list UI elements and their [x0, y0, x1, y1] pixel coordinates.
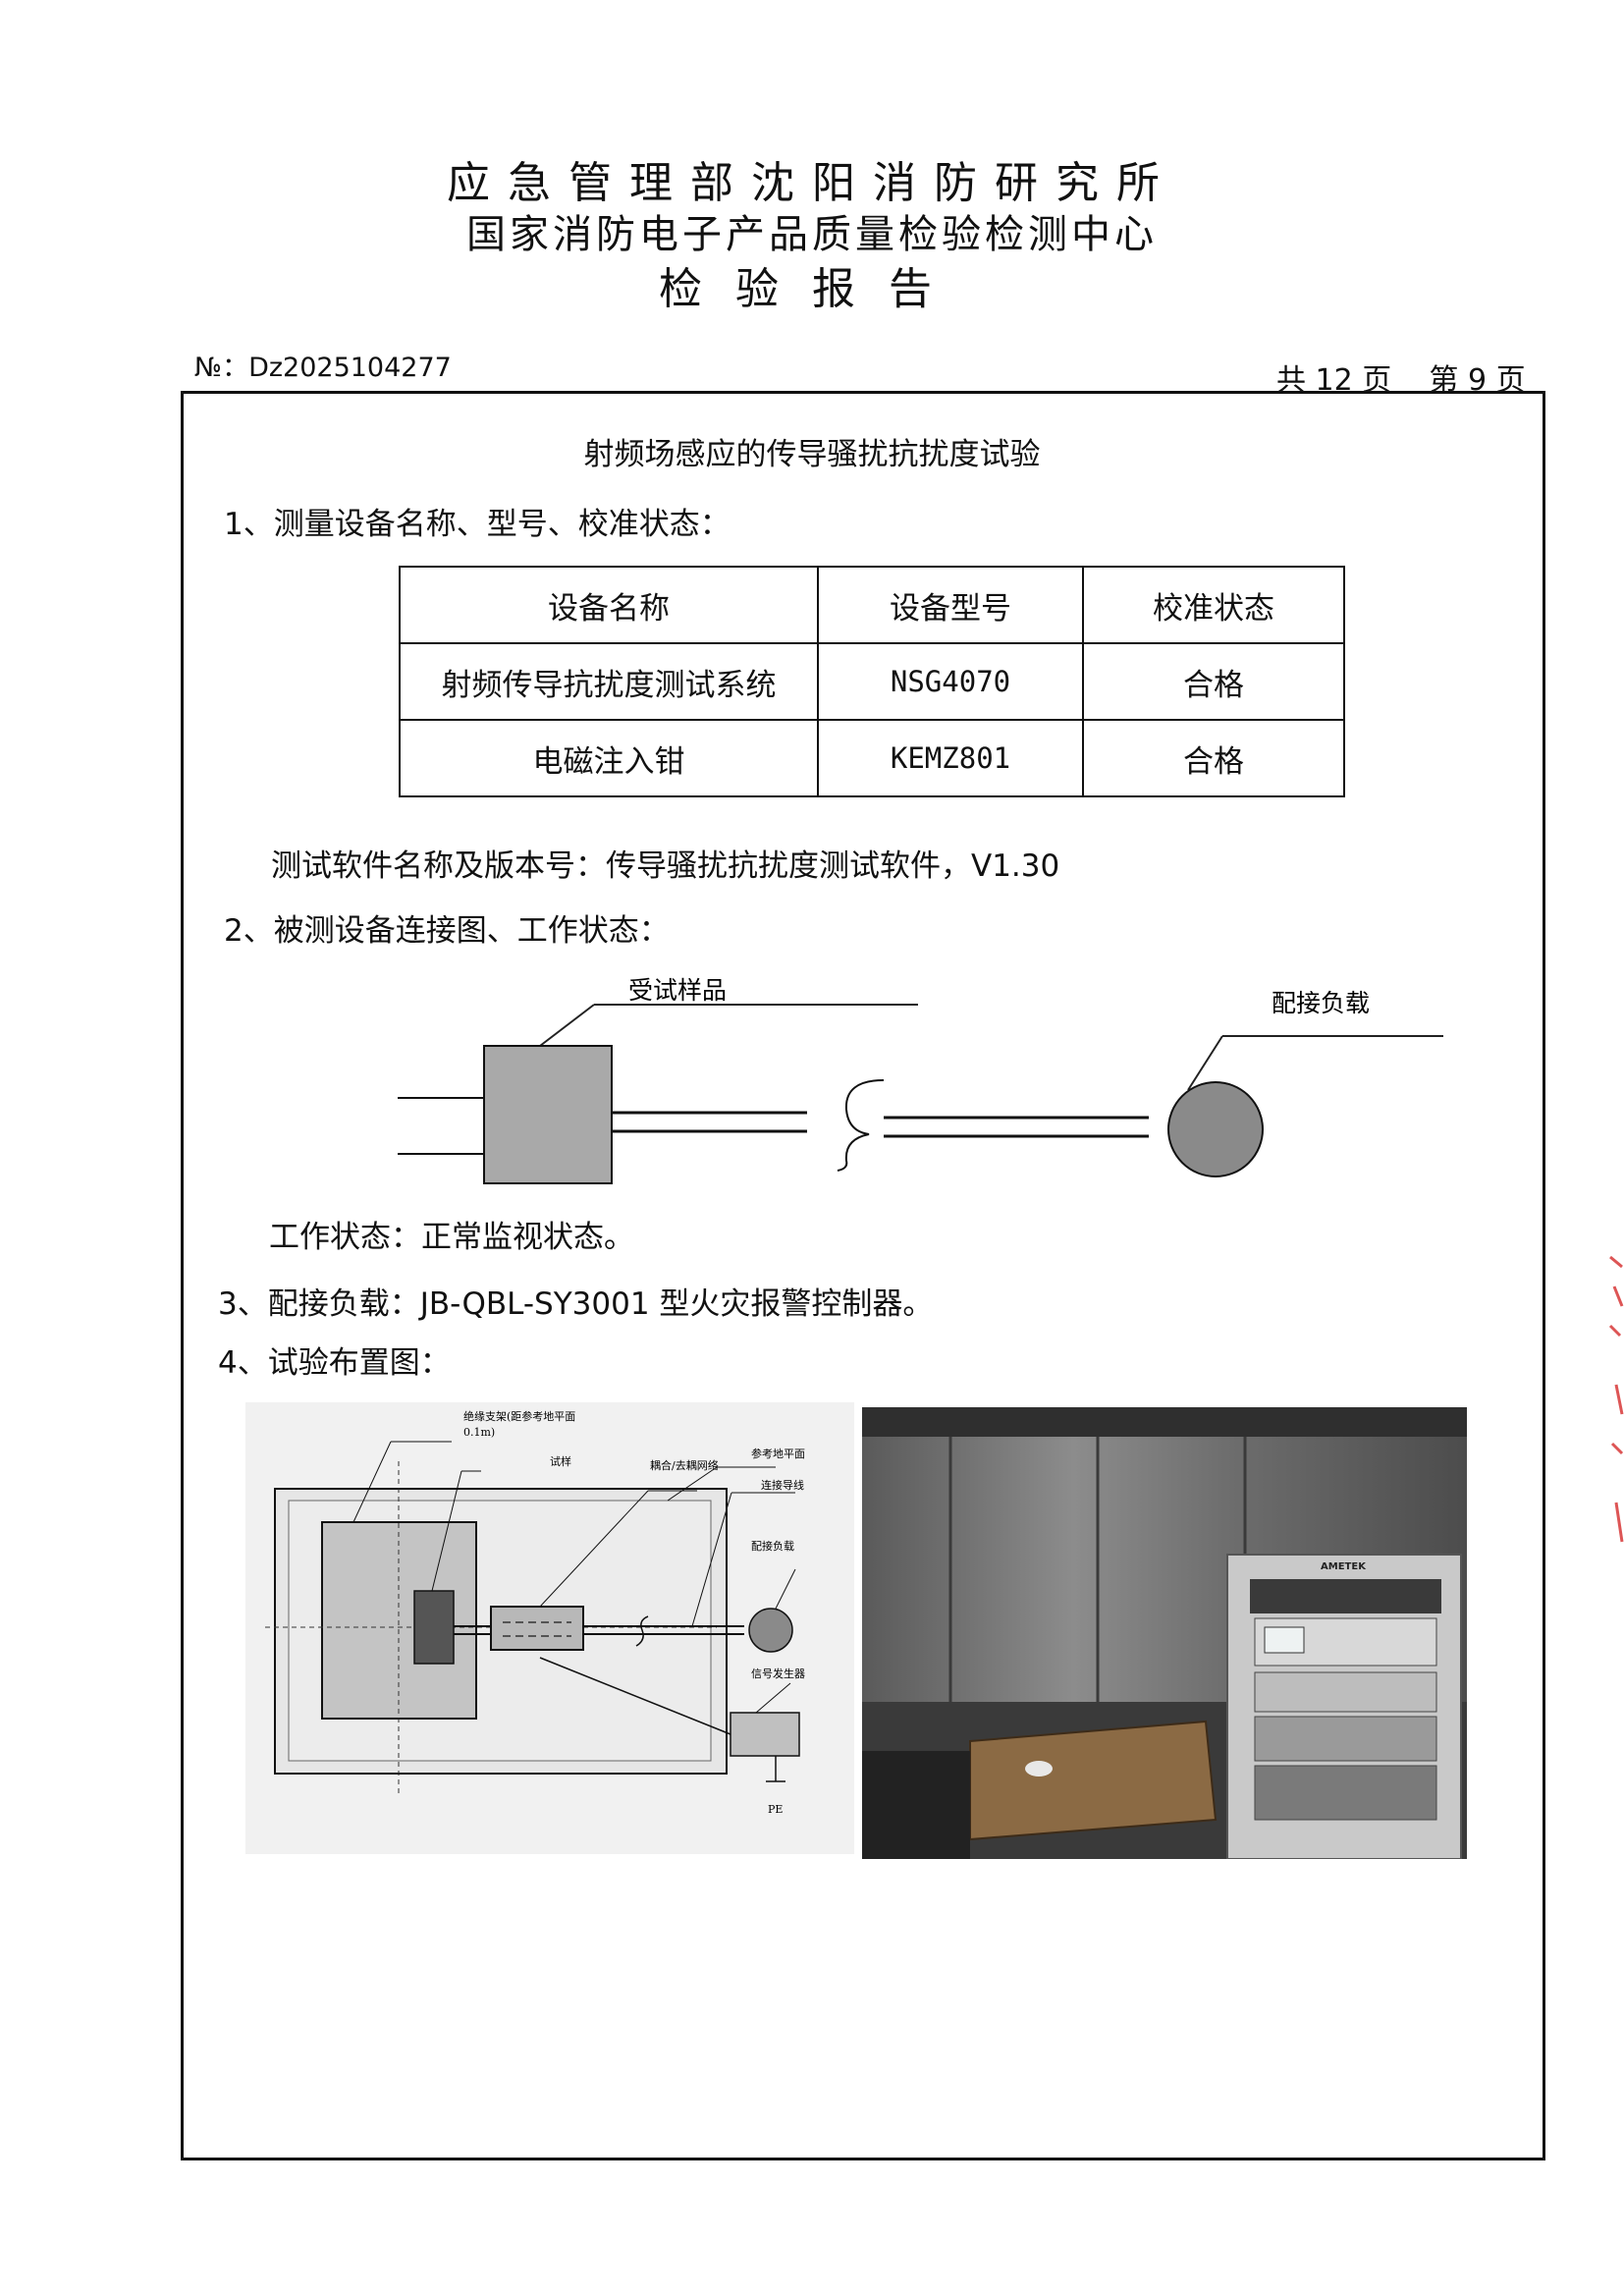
cable-break-icon	[837, 1079, 885, 1172]
load-circle-small	[748, 1608, 793, 1653]
section-1-title: 1、测量设备名称、型号、校准状态：	[224, 507, 731, 542]
software-version-line: 测试软件名称及版本号：传导骚扰抗扰度测试软件，V1.30	[271, 848, 1060, 884]
table-cell: 合格	[1082, 719, 1345, 797]
institute-name: 应急管理部沈阳消防研究所	[447, 158, 1177, 208]
table-row: 电磁注入钳 KEMZ801 合格	[399, 719, 1345, 797]
label-sample: 试样	[550, 1454, 571, 1468]
detector-sample	[1025, 1761, 1053, 1777]
section-title: 射频场感应的传导骚扰抗扰度试验	[583, 437, 1041, 472]
table-header-cell: 设备型号	[817, 566, 1084, 644]
load-circle	[1167, 1081, 1264, 1177]
rack-brand: AMETEK	[1321, 1561, 1367, 1572]
signal-generator	[730, 1712, 800, 1757]
work-state: 工作状态：正常监视状态。	[269, 1220, 634, 1255]
report-number: №：Dz2025104277	[194, 353, 452, 383]
eut-box	[483, 1045, 613, 1184]
section-2-title: 2、被测设备连接图、工作状态：	[224, 913, 670, 949]
coupling-network	[490, 1606, 584, 1651]
seal-stamp-edge	[1606, 1247, 1624, 1561]
table-cell: 合格	[1082, 642, 1345, 721]
table-header-row: 设备名称 设备型号 校准状态	[399, 566, 1345, 644]
table-row: 射频传导抗扰度测试系统 NSG4070 合格	[399, 642, 1345, 721]
report-title: 检验报告	[659, 264, 965, 314]
label-cdn: 耦合/去耦网络	[650, 1458, 719, 1472]
table-cell: NSG4070	[817, 642, 1084, 721]
label-pe: PE	[768, 1803, 783, 1816]
lab-photo: AMETEK	[862, 1407, 1467, 1859]
table-cell: KEMZ801	[817, 719, 1084, 797]
label-wire: 连接导线	[761, 1478, 804, 1492]
table-header-cell: 校准状态	[1082, 566, 1345, 644]
table-cell: 射频传导抗扰度测试系统	[399, 642, 819, 721]
center-name: 国家消防电子产品质量检验检测中心	[466, 212, 1158, 257]
table-cell: 电磁注入钳	[399, 719, 819, 797]
label-support: 绝缘支架(距参考地平面	[463, 1409, 575, 1423]
equipment-table: 设备名称 设备型号 校准状态 射频传导抗扰度测试系统 NSG4070 合格 电磁…	[399, 566, 1345, 797]
label-ground: 参考地平面	[751, 1447, 805, 1460]
connection-diagram: 受试样品 配接负载	[398, 976, 1443, 1184]
section-3-line: 3、配接负载：JB-QBL-SY3001 型火灾报警控制器。	[218, 1286, 934, 1322]
content-frame	[181, 391, 1545, 2160]
test-layout-diagram: 绝缘支架(距参考地平面 0.1m) 试样 耦合/去耦网络 参考地平面 连接导线 …	[245, 1402, 854, 1854]
ground-plane-table	[969, 1720, 1218, 1841]
table-header-cell: 设备名称	[399, 566, 819, 644]
label-load-small: 配接负载	[751, 1539, 794, 1553]
label-support-2: 0.1m)	[463, 1426, 495, 1439]
label-eut: 受试样品	[628, 976, 727, 1005]
label-load: 配接负载	[1272, 989, 1370, 1017]
section-4-title: 4、试验布置图：	[218, 1345, 451, 1381]
label-generator: 信号发生器	[751, 1667, 805, 1680]
test-sample	[413, 1590, 455, 1665]
